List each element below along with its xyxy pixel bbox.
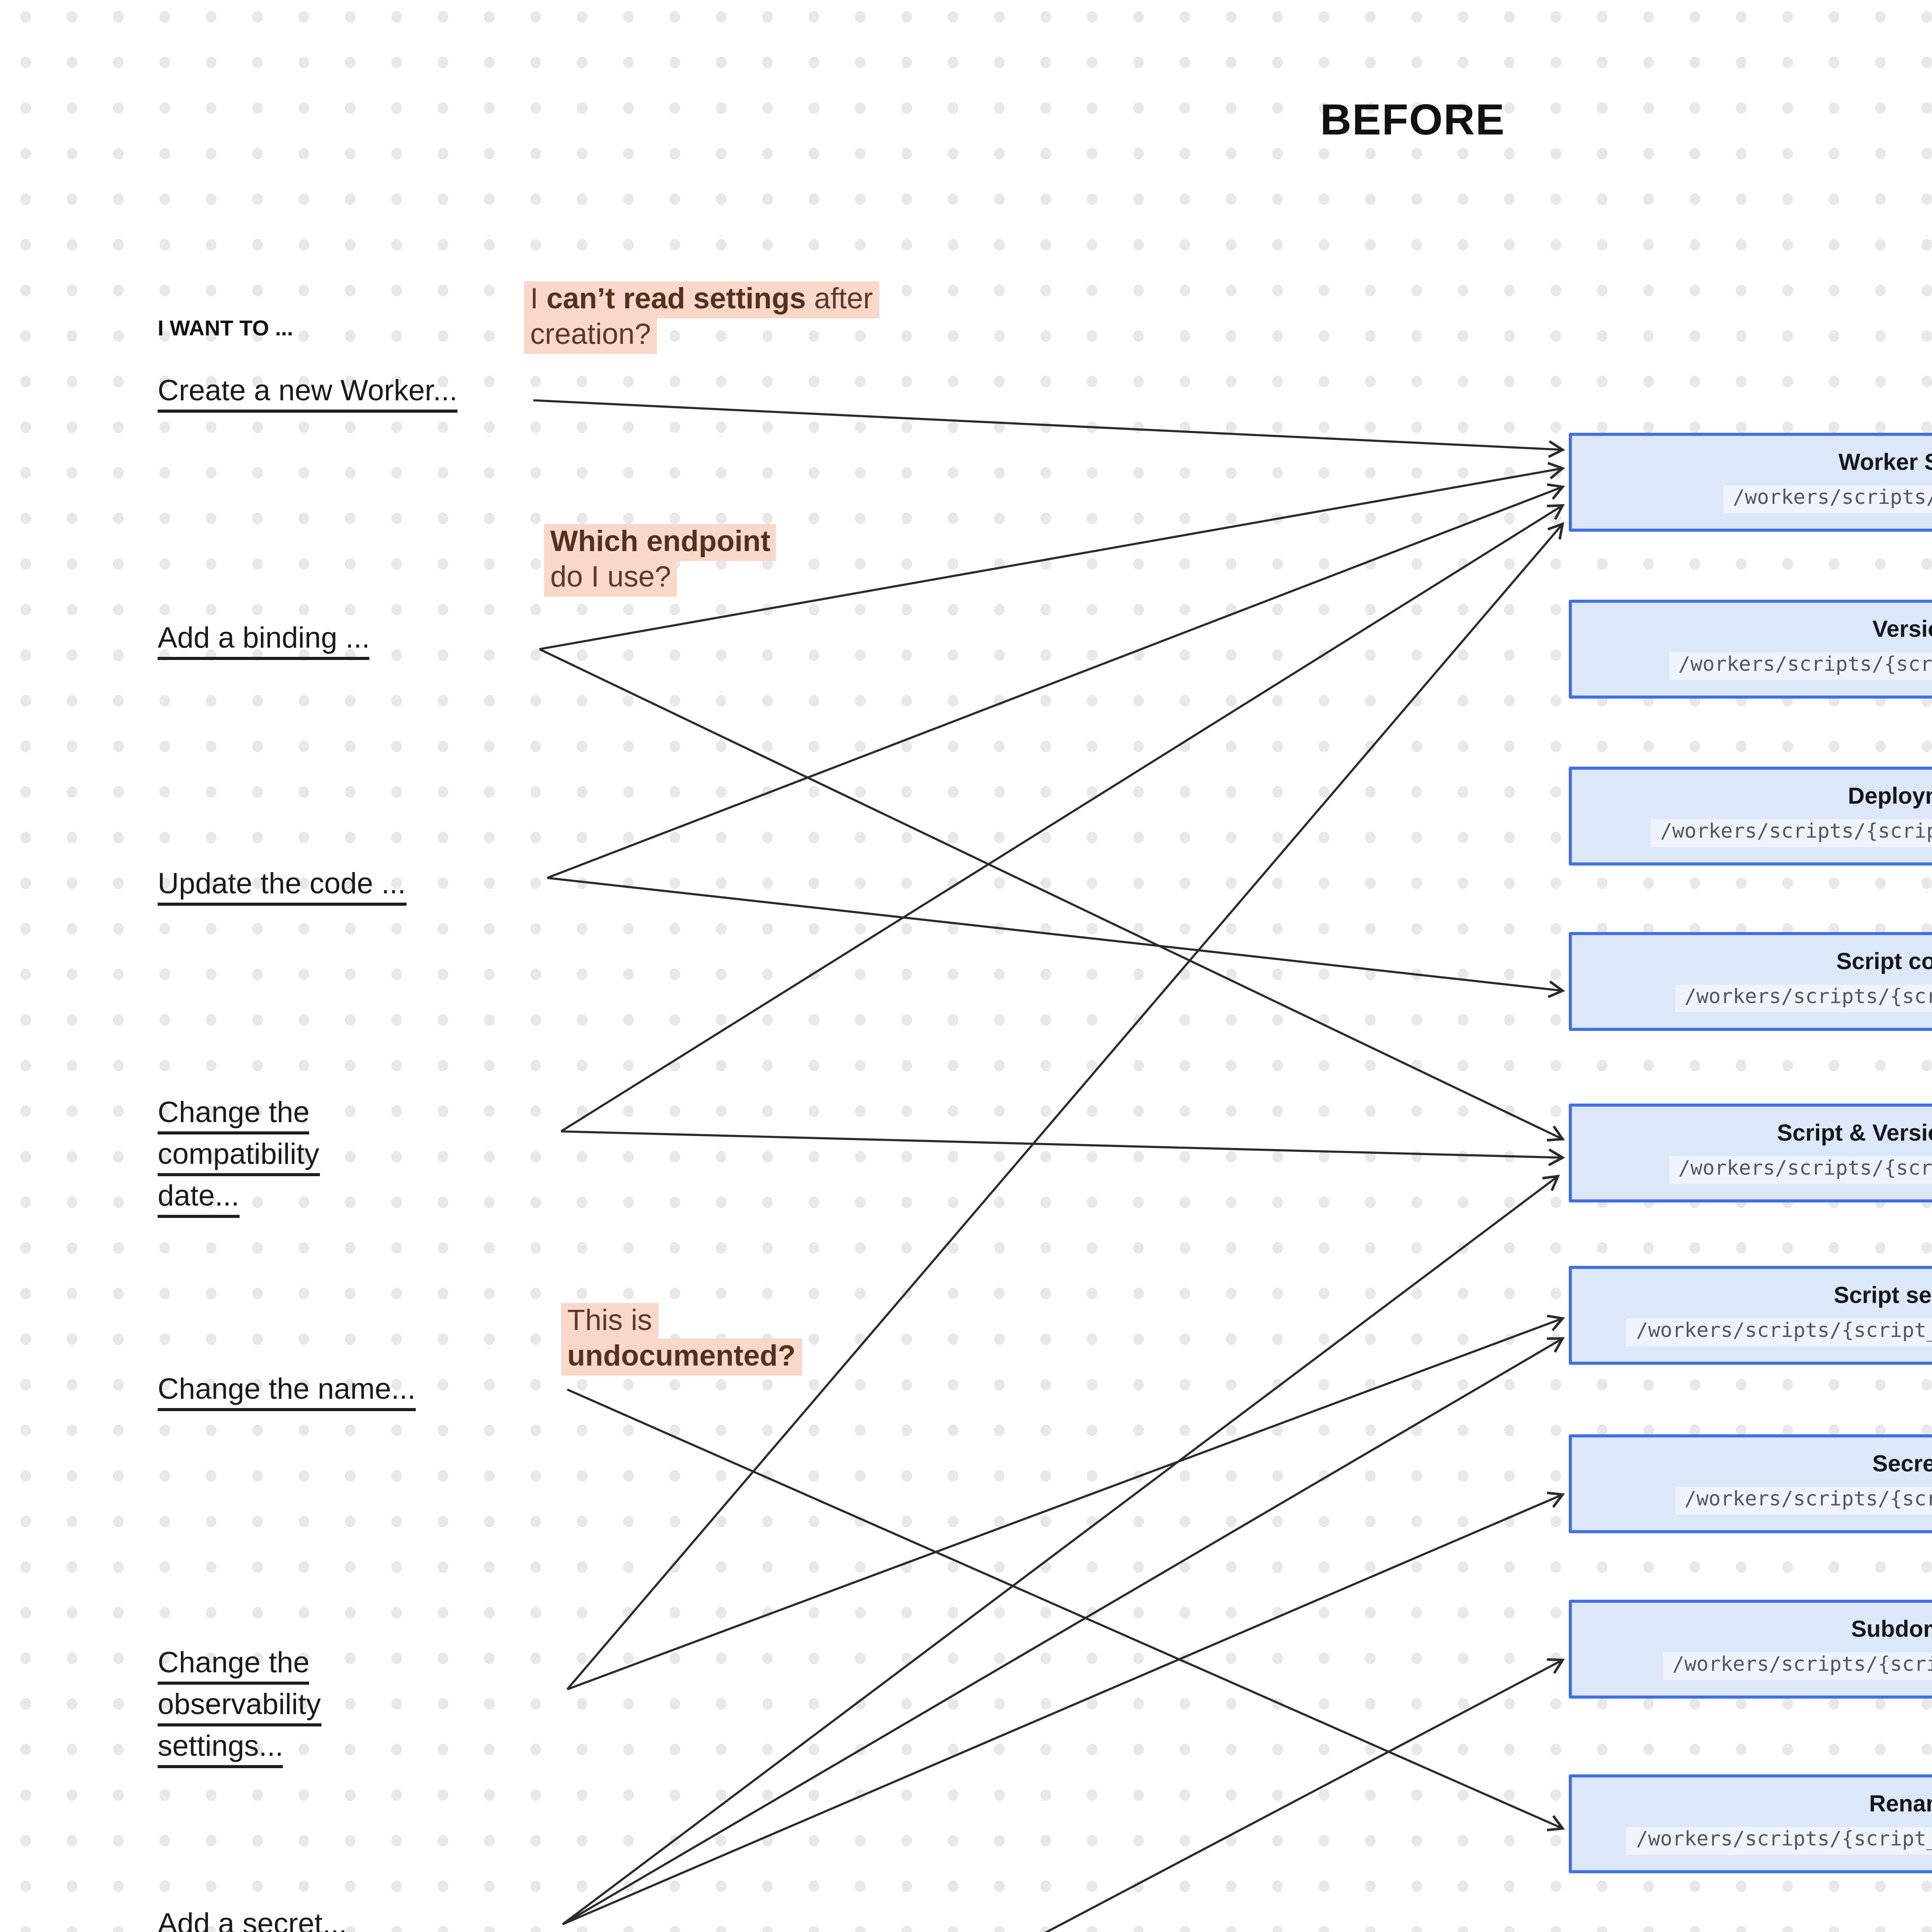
annotation-which-endpoint: Which endpoint do I use?: [544, 523, 777, 597]
annotation-undocumented: This is undocumented?: [561, 1302, 802, 1376]
endpoint-path: /workers/scripts/{script_name}/secrets: [1675, 1487, 1932, 1515]
endpoint-path: /workers/scripts/{script_name}/script-se…: [1626, 1318, 1932, 1346]
endpoint-title: Deployment: [1848, 784, 1932, 810]
task-change-name[interactable]: Change the name...: [158, 1374, 416, 1416]
endpoint-title: Subdomain: [1851, 1617, 1932, 1643]
endpoint-card-script-settings: Script settings /workers/scripts/{script…: [1569, 1266, 1932, 1365]
endpoint-path: /workers/scripts/{script_name}: [1723, 485, 1932, 513]
arrow-compat-to-settings: [561, 1130, 1565, 1167]
endpoint-card-script-content: Script content /workers/scripts/{script_…: [1569, 932, 1932, 1031]
task-update-code[interactable]: Update the code ...: [158, 869, 406, 910]
solid-arrows: [533, 399, 1565, 1932]
tasks-header: I WANT TO ...: [158, 315, 293, 340]
endpoint-card-subdomain: Subdomain /workers/scripts/{script_name}…: [1569, 1600, 1932, 1699]
endpoint-path: /workers/scripts/{script_name}/deploymen…: [1651, 819, 1932, 847]
endpoint-title: Script settings: [1833, 1283, 1932, 1309]
endpoint-title: Rename: [1869, 1791, 1932, 1818]
endpoint-card-version: Version /workers/scripts/{script_name}/v…: [1569, 600, 1932, 699]
endpoint-path: /workers/scripts/{script_name}/versions: [1669, 652, 1932, 680]
task-link[interactable]: Create a new Worker...: [158, 376, 457, 413]
endpoint-path: /workers/scripts/{script_name}/settings: [1669, 1156, 1932, 1184]
endpoint-title: Script & Version settings: [1777, 1121, 1932, 1147]
endpoint-path: /workers/scripts/{script_name}/rename/{r…: [1626, 1827, 1932, 1855]
endpoint-title: Worker Script: [1838, 450, 1932, 476]
arrow-secret-to-script-settings: [562, 1337, 1565, 1925]
endpoint-title: Script content: [1836, 949, 1932, 975]
task-link[interactable]: Add a secret...: [158, 1909, 347, 1932]
endpoint-card-worker-script: Worker Script /workers/scripts/{script_n…: [1569, 433, 1932, 532]
task-link[interactable]: Update the code ...: [158, 869, 406, 906]
endpoint-path: /workers/scripts/{script_name}/subdomain: [1663, 1652, 1932, 1680]
endpoint-path: /workers/scripts/{script_name}/content: [1675, 985, 1932, 1012]
task-create-worker[interactable]: Create a new Worker...: [158, 376, 457, 417]
arrow-update-to-content: [547, 877, 1565, 998]
arrow-create-to-worker-script: [533, 399, 1565, 458]
arrow-secret-to-settings: [562, 1175, 1560, 1925]
endpoint-card-deployment: Deployment /workers/scripts/{script_name…: [1569, 767, 1932, 866]
task-add-secret[interactable]: Add a secret...: [158, 1909, 347, 1932]
endpoint-card-script-version-settings: Script & Version settings /workers/scrip…: [1569, 1104, 1932, 1202]
endpoint-card-rename: Rename /workers/scripts/{script_name}/re…: [1569, 1774, 1932, 1873]
task-link[interactable]: Change the name...: [158, 1374, 416, 1411]
arrow-secret-to-secrets: [562, 1492, 1565, 1925]
arrow-name-to-rename: [566, 1388, 1565, 1832]
arrow-compat-to-worker-script: [560, 504, 1565, 1133]
arrow-turnoff-to-subdomain: [1044, 1658, 1565, 1932]
endpoint-title: Version: [1872, 617, 1932, 643]
task-link[interactable]: Add a binding ...: [158, 623, 370, 660]
task-change-observability[interactable]: Change the observability settings...: [158, 1648, 321, 1773]
arrow-binding-to-settings: [539, 648, 1565, 1142]
annotation-cant-read-settings: I can’t read settings after creation?: [524, 281, 879, 354]
endpoint-card-secrets: Secrets /workers/scripts/{script_name}/s…: [1569, 1434, 1932, 1533]
page-title: BEFORE: [1320, 96, 1505, 144]
task-change-compat-date[interactable]: Change the compatibility date...: [158, 1097, 320, 1223]
arrow-observability-to-worker-script: [566, 522, 1565, 1690]
endpoint-title: Secrets: [1872, 1451, 1932, 1478]
task-add-binding[interactable]: Add a binding ...: [158, 623, 370, 665]
